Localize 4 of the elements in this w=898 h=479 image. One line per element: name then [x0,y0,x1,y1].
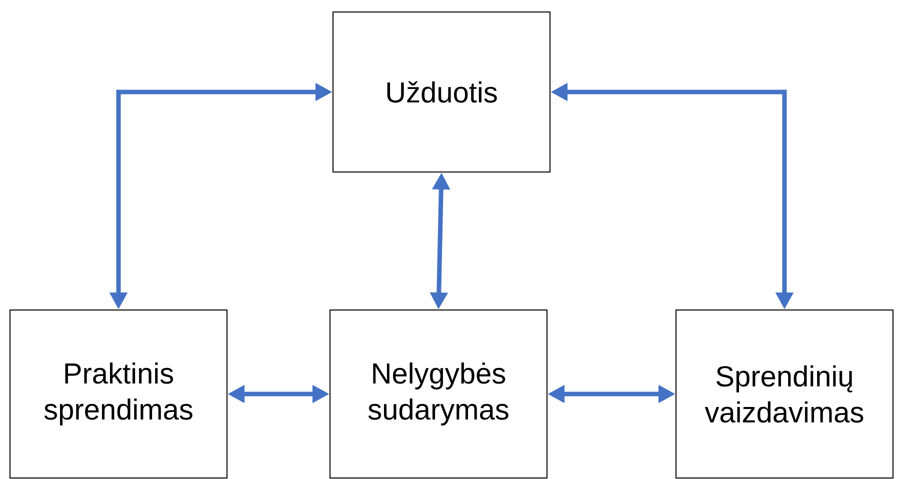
process-box: Sprendinių vaizdavimas [676,310,894,478]
process-box: Praktinis sprendimas [10,310,228,478]
process-box: Užduotis [332,12,550,172]
process-box: Nelygybės sudarymas [330,310,548,478]
